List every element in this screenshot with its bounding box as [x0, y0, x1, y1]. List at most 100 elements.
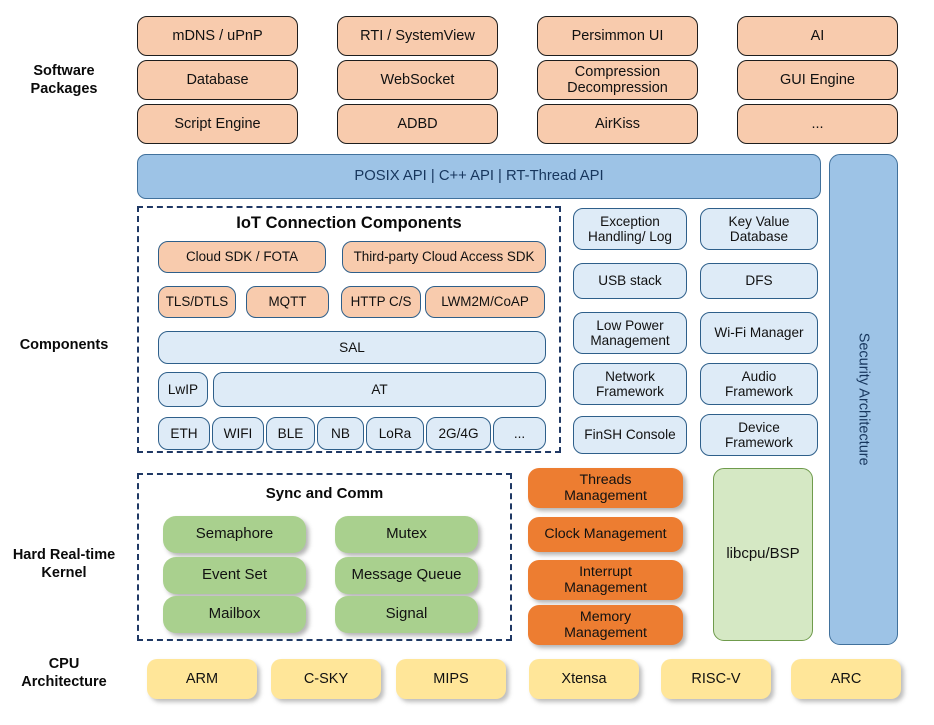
component-exception-handling-log[interactable]: Exception Handling/ Log: [573, 208, 687, 250]
kernel-mailbox[interactable]: Mailbox: [163, 596, 306, 633]
kernel-node-label: Mailbox: [208, 605, 261, 623]
iot-link-2g4g[interactable]: 2G/4G: [426, 417, 491, 450]
libcpu-bsp[interactable]: libcpu/BSP: [713, 468, 813, 641]
package-gui-engine[interactable]: GUI Engine: [737, 60, 898, 100]
kernel-signal[interactable]: Signal: [335, 596, 478, 633]
kernel-mutex[interactable]: Mutex: [335, 516, 478, 553]
api-bar: POSIX API | C++ API | RT-Thread API: [137, 154, 821, 199]
cpu-arch-arc[interactable]: ARC: [791, 659, 901, 699]
iot-node-label: LWM2M/CoAP: [441, 294, 529, 310]
iot-node-label: HTTP C/S: [350, 294, 412, 310]
kernel-node-label-line1: Interrupt: [579, 563, 632, 580]
package-adbd[interactable]: ADBD: [337, 104, 498, 144]
cpu-arch-arm[interactable]: ARM: [147, 659, 257, 699]
iot-link-wifi[interactable]: WIFI: [212, 417, 264, 450]
iot-link-more[interactable]: ...: [493, 417, 546, 450]
package-script-engine[interactable]: Script Engine: [137, 104, 298, 144]
iot-node-label: Cloud SDK / FOTA: [185, 249, 299, 265]
iot-node-label: ETH: [170, 425, 198, 441]
iot-connection-components-title: IoT Connection Components: [236, 214, 462, 232]
iot-at[interactable]: AT: [213, 372, 546, 407]
cpu-arch-label: RISC-V: [691, 670, 741, 687]
package-websocket[interactable]: WebSocket: [337, 60, 498, 100]
component-label-line1: Low Power: [596, 317, 664, 333]
iot-lwip[interactable]: LwIP: [158, 372, 208, 407]
kernel-node-label: Clock Management: [544, 526, 667, 543]
component-key-value-database[interactable]: Key Value Database: [700, 208, 818, 250]
component-dfs[interactable]: DFS: [700, 263, 818, 299]
kernel-event-set[interactable]: Event Set: [163, 557, 306, 594]
iot-node-label: TLS/DTLS: [165, 294, 229, 310]
component-network-framework[interactable]: Network Framework: [573, 363, 687, 405]
iot-third-party-cloud-access-sdk[interactable]: Third-party Cloud Access SDK: [342, 241, 546, 273]
kernel-interrupt-management[interactable]: Interrupt Management: [528, 560, 683, 600]
iot-node-label: MQTT: [268, 294, 307, 310]
iot-node-label: NB: [331, 425, 350, 441]
package-label: ...: [811, 115, 824, 132]
kernel-memory-management[interactable]: Memory Management: [528, 605, 683, 645]
iot-tls-dtls[interactable]: TLS/DTLS: [158, 286, 236, 318]
iot-link-nb[interactable]: NB: [317, 417, 364, 450]
package-compression-decompression[interactable]: Compression Decompression: [537, 60, 698, 100]
component-label-line2: Management: [590, 333, 670, 348]
component-label-line2: Framework: [725, 384, 793, 399]
sync-and-comm-title: Sync and Comm: [265, 485, 384, 502]
iot-node-label: LoRa: [378, 425, 412, 441]
kernel-clock-management[interactable]: Clock Management: [528, 517, 683, 552]
iot-node-label: LwIP: [167, 381, 199, 397]
iot-cloud-sdk-fota[interactable]: Cloud SDK / FOTA: [158, 241, 326, 273]
component-label: USB stack: [598, 273, 662, 289]
package-persimmon-ui[interactable]: Persimmon UI: [537, 16, 698, 56]
iot-node-label: 2G/4G: [438, 425, 479, 441]
cpu-arch-c-sky[interactable]: C-SKY: [271, 659, 381, 699]
package-label-line1: Compression: [574, 63, 661, 80]
security-architecture-label: Security Architecture: [855, 333, 872, 466]
cpu-arch-label: ARM: [185, 670, 219, 687]
rail-label-software-packages-line1: Software: [33, 63, 95, 79]
iot-lwm2m-coap[interactable]: LWM2M/CoAP: [425, 286, 545, 318]
package-label: Script Engine: [174, 115, 261, 132]
package-label-line2: Decompression: [567, 80, 668, 96]
kernel-node-label: Message Queue: [351, 566, 462, 584]
component-label: Wi-Fi Manager: [714, 325, 804, 341]
component-finsh-console[interactable]: FinSH Console: [573, 416, 687, 454]
component-device-framework[interactable]: Device Framework: [700, 414, 818, 456]
component-label-line2: Framework: [725, 435, 793, 450]
rail-label-components: Components: [0, 336, 128, 354]
kernel-node-label-line2: Management: [564, 580, 647, 596]
iot-link-lora[interactable]: LoRa: [366, 417, 424, 450]
iot-mqtt[interactable]: MQTT: [246, 286, 329, 318]
rail-label-software-packages-line2: Packages: [30, 81, 98, 98]
iot-node-label: Third-party Cloud Access SDK: [353, 249, 535, 265]
package-label: GUI Engine: [780, 71, 855, 88]
package-database[interactable]: Database: [137, 60, 298, 100]
kernel-threads-management[interactable]: Threads Management: [528, 468, 683, 508]
package-label: WebSocket: [380, 71, 455, 88]
package-ai[interactable]: AI: [737, 16, 898, 56]
component-audio-framework[interactable]: Audio Framework: [700, 363, 818, 405]
iot-http-cs[interactable]: HTTP C/S: [341, 286, 421, 318]
iot-link-eth[interactable]: ETH: [158, 417, 210, 450]
cpu-arch-risc-v[interactable]: RISC-V: [661, 659, 771, 699]
package-more[interactable]: ...: [737, 104, 898, 144]
kernel-node-label-line2: Management: [564, 488, 647, 504]
iot-sal[interactable]: SAL: [158, 331, 546, 364]
rail-label-components-text: Components: [19, 337, 109, 353]
package-label: ADBD: [397, 115, 438, 132]
cpu-arch-xtensa[interactable]: Xtensa: [529, 659, 639, 699]
iot-node-label: SAL: [339, 339, 365, 355]
rail-label-software-packages: Software Packages: [0, 62, 128, 98]
kernel-message-queue[interactable]: Message Queue: [335, 557, 478, 594]
package-mdns-upnp[interactable]: mDNS / uPnP: [137, 16, 298, 56]
kernel-semaphore[interactable]: Semaphore: [163, 516, 306, 553]
component-usb-stack[interactable]: USB stack: [573, 263, 687, 299]
cpu-arch-mips[interactable]: MIPS: [396, 659, 506, 699]
component-wifi-manager[interactable]: Wi-Fi Manager: [700, 312, 818, 354]
libcpu-bsp-label: libcpu/BSP: [726, 545, 800, 563]
package-airkiss[interactable]: AirKiss: [537, 104, 698, 144]
cpu-arch-label: Xtensa: [561, 670, 607, 687]
component-low-power-management[interactable]: Low Power Management: [573, 312, 687, 354]
package-rti-systemview[interactable]: RTI / SystemView: [337, 16, 498, 56]
cpu-arch-label: C-SKY: [303, 670, 349, 687]
iot-link-ble[interactable]: BLE: [266, 417, 315, 450]
